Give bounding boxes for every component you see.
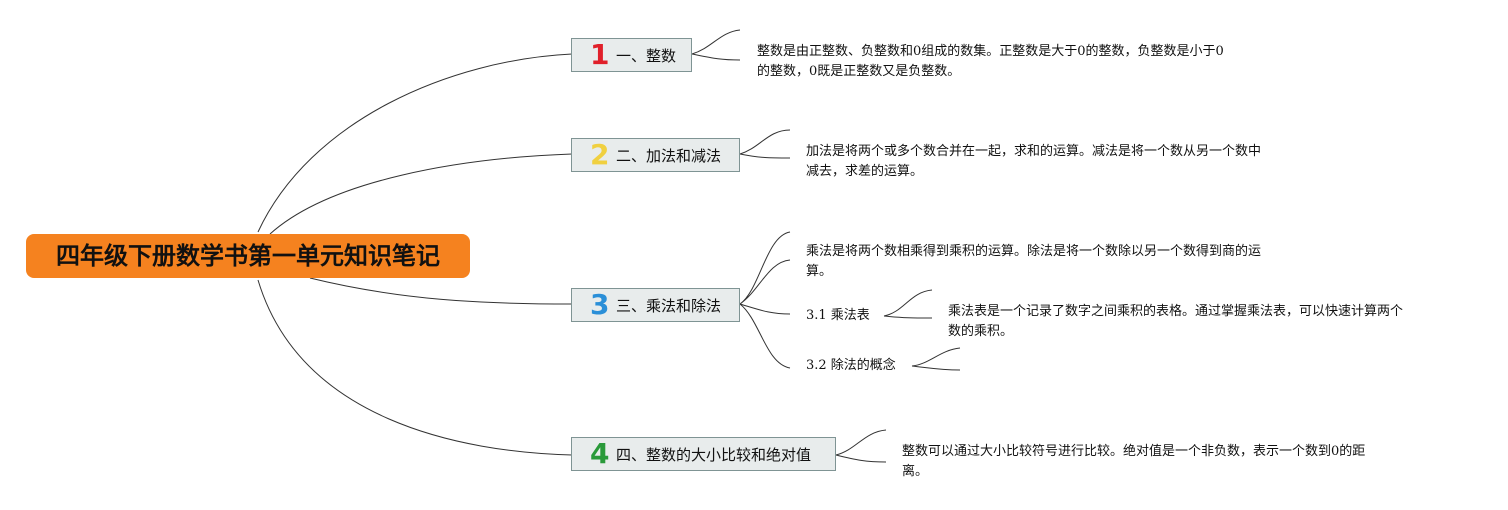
topic-1-number-icon: 1 xyxy=(590,38,610,71)
topic-1-note: 整数是由正整数、负整数和0组成的数集。正整数是大于0的整数，负整数是小于0 的整… xyxy=(757,42,1277,82)
link-root-topic-3 xyxy=(309,277,573,305)
link-topic-2-note xyxy=(739,129,791,159)
root-topic[interactable]: 四年级下册数学书第一单元知识笔记 xyxy=(26,234,470,278)
link-topic-4-note xyxy=(835,429,887,463)
topic-4-note-line-1: 整数可以通过大小比较符号进行比较。绝对值是一个非负数，表示一个数到0的距 xyxy=(902,444,1366,459)
topic-2-note-line-1: 加法是将两个或多个数合并在一起，求和的运算。减法是将一个数从另一个数中 xyxy=(806,144,1262,159)
topic-2-label: 二、加法和减法 xyxy=(616,146,722,165)
topic-1-label: 一、整数 xyxy=(616,46,677,65)
link-sub-2-stub xyxy=(911,347,961,371)
topic-1[interactable]: 1 一、整数 xyxy=(571,38,692,72)
topic-1-note-line-1: 整数是由正整数、负整数和0组成的数集。正整数是大于0的整数，负整数是小于0 xyxy=(757,44,1224,59)
link-topic-3-note xyxy=(739,231,791,305)
topic-2-note-line-2: 减去，求差的运算。 xyxy=(806,164,924,179)
topic-2-number-icon: 2 xyxy=(590,138,610,171)
topic-2-note: 加法是将两个或多个数合并在一起，求和的运算。减法是将一个数从另一个数中 减去，求… xyxy=(806,142,1326,182)
subtopic-3-2[interactable]: 3.2 除法的概念 xyxy=(806,358,896,373)
subtopic-3-1-note-line-1: 乘法表是一个记录了数字之间乘积的表格。通过掌握乘法表，可以快速计算两个 xyxy=(948,304,1404,319)
topic-3-number-icon: 3 xyxy=(590,288,610,321)
topic-4-note: 整数可以通过大小比较符号进行比较。绝对值是一个非负数，表示一个数到0的距 离。 xyxy=(902,442,1422,482)
topic-3-label: 三、乘法和除法 xyxy=(616,296,722,315)
subtopic-3-1[interactable]: 3.1 乘法表 xyxy=(806,308,870,323)
topic-4[interactable]: 4 四、整数的大小比较和绝对值 xyxy=(571,437,836,471)
topic-4-number-icon: 4 xyxy=(590,437,610,470)
topic-4-label: 四、整数的大小比较和绝对值 xyxy=(616,445,812,464)
topic-3[interactable]: 3 三、乘法和除法 xyxy=(571,288,740,322)
subtopic-3-1-note: 乘法表是一个记录了数字之间乘积的表格。通过掌握乘法表，可以快速计算两个 数的乘积… xyxy=(948,302,1468,342)
link-sub-1-note xyxy=(883,289,933,319)
link-root-topic-4 xyxy=(257,279,573,456)
subtopic-3-1-note-line-2: 数的乘积。 xyxy=(948,324,1014,339)
link-topic-3-sub-2 xyxy=(739,303,791,369)
topic-4-note-line-2: 离。 xyxy=(902,464,929,479)
link-topic-3-sub-1 xyxy=(739,303,791,315)
topic-2[interactable]: 2 二、加法和减法 xyxy=(571,138,740,172)
link-root-topic-2 xyxy=(269,153,573,235)
topic-3-note-line-1: 乘法是将两个数相乘得到乘积的运算。除法是将一个数除以另一个数得到商的运 xyxy=(806,244,1262,259)
topic-3-note-line-2: 算。 xyxy=(806,264,833,279)
link-root-topic-1 xyxy=(257,53,573,233)
topic-3-note: 乘法是将两个数相乘得到乘积的运算。除法是将一个数除以另一个数得到商的运 算。 xyxy=(806,242,1326,282)
topic-1-note-line-2: 的整数，0既是正整数又是负整数。 xyxy=(757,64,961,79)
link-topic-1-note xyxy=(691,29,741,61)
